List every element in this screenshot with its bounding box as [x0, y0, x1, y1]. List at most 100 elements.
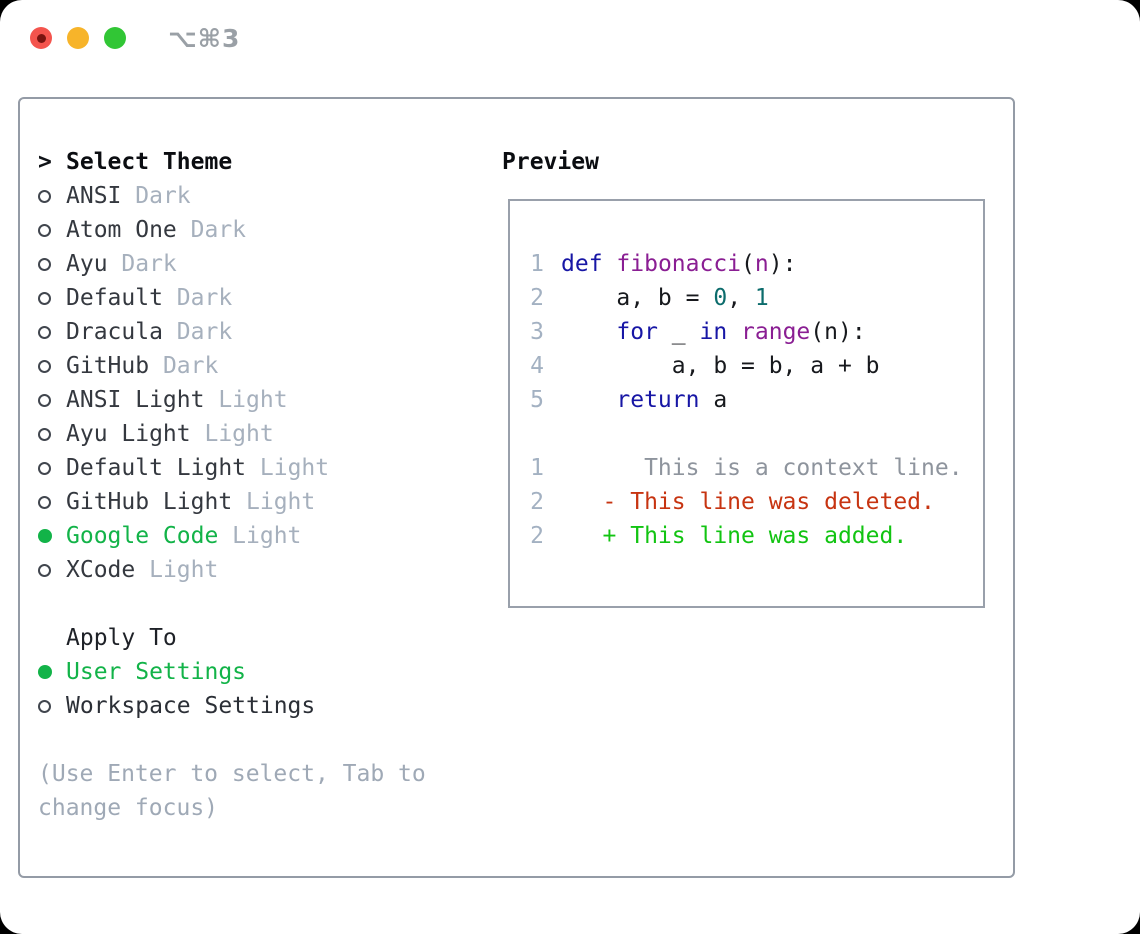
- spacer: [38, 587, 493, 621]
- line-number: 2: [530, 489, 544, 515]
- code-line: 4 a, b = b, a + b: [530, 349, 983, 383]
- selection-prompt-icon: >: [38, 149, 52, 175]
- radio-selected-icon: [38, 665, 66, 679]
- line-content: This is a context line.: [561, 455, 963, 481]
- radio-icon: [38, 393, 66, 407]
- theme-option[interactable]: Atom One Dark: [38, 213, 493, 247]
- radio-icon: [38, 325, 66, 339]
- theme-name: Default Light: [66, 455, 260, 481]
- radio-icon: [38, 189, 66, 203]
- theme-variant: Dark: [162, 353, 219, 379]
- select-theme-heading: Select Theme: [66, 149, 233, 175]
- theme-option[interactable]: Default Dark: [38, 281, 493, 315]
- window-title: ⌥⌘3: [168, 24, 241, 53]
- diff-line: 2 + This line was added.: [530, 519, 983, 553]
- diff-preview: 1 This is a context line.2 - This line w…: [530, 451, 983, 553]
- radio-icon: [38, 291, 66, 305]
- diff-line: 2 - This line was deleted.: [530, 485, 983, 519]
- line-content: + This line was added.: [561, 523, 908, 549]
- line-content: for _ in range(n):: [616, 319, 866, 345]
- code-line: 1 def fibonacci(n):: [530, 247, 983, 281]
- radio-icon: [38, 699, 66, 713]
- theme-variant: Light: [232, 523, 302, 549]
- theme-option[interactable]: GitHub Dark: [38, 349, 493, 383]
- theme-name: Atom One: [66, 217, 191, 243]
- traffic-lights: [30, 27, 126, 49]
- preview-heading: Preview: [502, 149, 599, 175]
- radio-icon: [38, 427, 66, 441]
- theme-name: GitHub Light: [66, 489, 247, 515]
- line-content: return a: [616, 387, 728, 413]
- theme-option[interactable]: Ayu Dark: [38, 247, 493, 281]
- close-button[interactable]: [30, 27, 52, 49]
- apply-to-label: User Settings: [66, 659, 247, 685]
- line-number: 2: [530, 523, 544, 549]
- apply-to-option[interactable]: Workspace Settings: [38, 689, 493, 723]
- theme-name: ANSI: [66, 183, 136, 209]
- code-line: 3 for _ in range(n):: [530, 315, 983, 349]
- radio-icon: [38, 223, 66, 237]
- line-number: 4: [530, 353, 544, 379]
- theme-name: GitHub: [66, 353, 163, 379]
- theme-option[interactable]: ANSI Dark: [38, 179, 493, 213]
- theme-variant: Dark: [176, 319, 233, 345]
- theme-option[interactable]: ANSI Light Light: [38, 383, 493, 417]
- radio-icon: [38, 563, 66, 577]
- hint-text: (Use Enter to select, Tab to change focu…: [38, 761, 426, 821]
- titlebar: ⌥⌘3: [0, 0, 1140, 97]
- select-theme-heading-row: > Select Theme: [38, 145, 493, 179]
- minimize-button[interactable]: [67, 27, 89, 49]
- close-dot-icon: [36, 33, 46, 43]
- theme-variant: Light: [204, 421, 274, 447]
- theme-name: Google Code: [66, 523, 233, 549]
- radio-icon: [38, 461, 66, 475]
- theme-option[interactable]: Dracula Dark: [38, 315, 493, 349]
- line-number: 1: [530, 251, 544, 277]
- theme-name: XCode: [66, 557, 150, 583]
- zoom-button[interactable]: [104, 27, 126, 49]
- theme-option[interactable]: XCode Light: [38, 553, 493, 587]
- theme-option[interactable]: GitHub Light Light: [38, 485, 493, 519]
- theme-name: Default: [66, 285, 177, 311]
- theme-name: ANSI Light: [66, 387, 219, 413]
- blank-line: [530, 417, 983, 451]
- theme-name: Dracula: [66, 319, 177, 345]
- theme-name: Ayu: [66, 251, 122, 277]
- radio-icon: [38, 359, 66, 373]
- line-number: 3: [530, 319, 544, 345]
- theme-variant: Light: [218, 387, 288, 413]
- radio-icon: [38, 257, 66, 271]
- theme-option[interactable]: Default Light Light: [38, 451, 493, 485]
- radio-selected-icon: [38, 529, 66, 543]
- theme-name: Ayu Light: [66, 421, 205, 447]
- theme-option[interactable]: Google Code Light: [38, 519, 493, 553]
- line-number: 2: [530, 285, 544, 311]
- code-line: 2 a, b = 0, 1: [530, 281, 983, 315]
- diff-line: 1 This is a context line.: [530, 451, 983, 485]
- line-number: 1: [530, 455, 544, 481]
- line-content: def fibonacci(n):: [561, 251, 797, 277]
- theme-variant: Dark: [135, 183, 191, 209]
- apply-to-label: Workspace Settings: [66, 693, 316, 719]
- apply-to-heading-row: Apply To: [38, 621, 493, 655]
- theme-variant: Dark: [121, 251, 177, 277]
- line-content: a, b = 0, 1: [561, 285, 769, 311]
- code-line: 5 return a: [530, 383, 983, 417]
- line-content: - This line was deleted.: [561, 489, 935, 515]
- apply-to-heading: Apply To: [66, 625, 177, 651]
- apply-to-option[interactable]: User Settings: [38, 655, 493, 689]
- line-content: a, b = b, a + b: [561, 353, 880, 379]
- theme-variant: Dark: [176, 285, 233, 311]
- theme-variant: Light: [246, 489, 316, 515]
- radio-icon: [38, 495, 66, 509]
- theme-variant: Light: [149, 557, 219, 583]
- theme-option[interactable]: Ayu Light Light: [38, 417, 493, 451]
